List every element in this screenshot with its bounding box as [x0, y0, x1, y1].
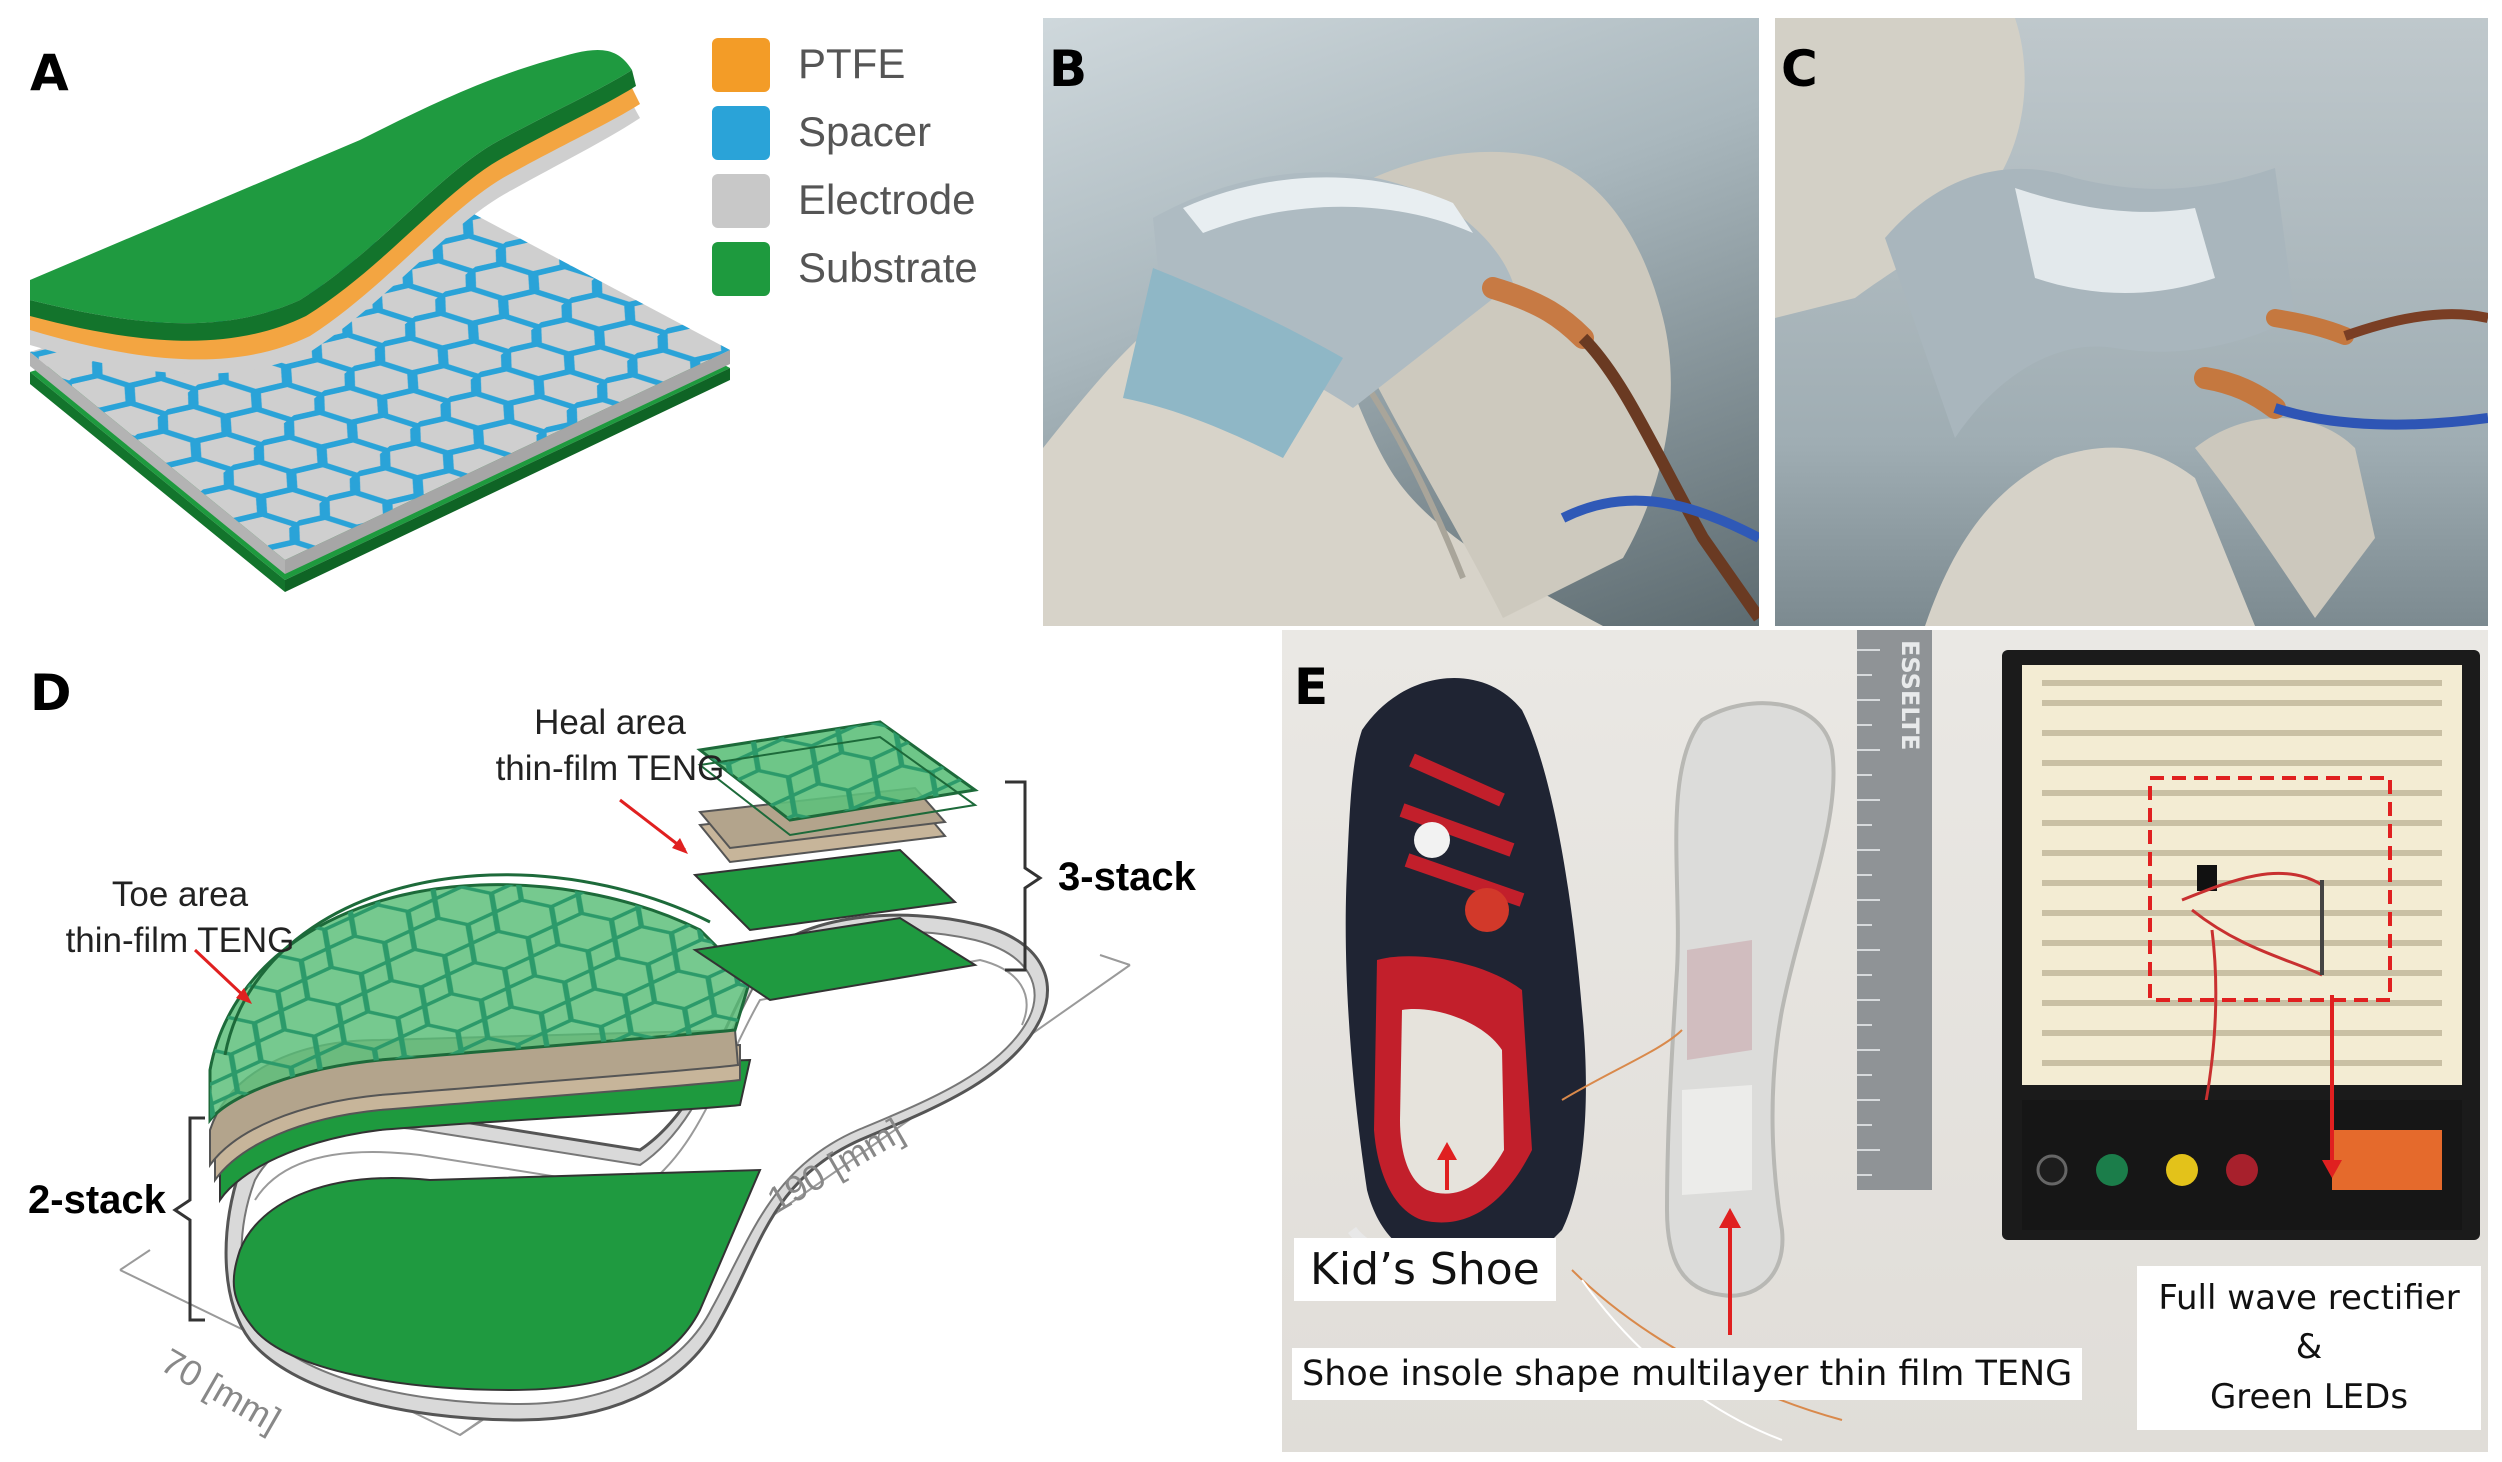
steel-ruler [1857, 630, 1932, 1190]
panel-a: A PTFE Spacer Elect [0, 0, 1040, 640]
terminal-post [2166, 1154, 2198, 1186]
panel-c-label: C [1781, 40, 1818, 98]
heel-substrate-layer [692, 848, 958, 932]
spacer-swatch-icon [712, 106, 770, 160]
three-stack-label: 3-stack [1058, 855, 1196, 899]
legend-item-spacer: Spacer [712, 98, 1040, 168]
curled-electrode-film [30, 100, 640, 374]
terminal-post [2226, 1154, 2258, 1186]
substrate-swatch-icon [712, 242, 770, 296]
copper-lead [2266, 309, 2354, 345]
hex-pattern-film [1123, 268, 1343, 458]
copper-lead [2194, 367, 2286, 419]
panel-a-label: A [30, 44, 69, 102]
panel-b-label: B [1049, 40, 1088, 98]
rectifier-chip [2197, 865, 2217, 891]
breadboard [2022, 665, 2462, 1085]
insole-caption: Shoe insole shape multilayer thin film T… [1292, 1348, 2083, 1400]
kids-shoe-caption: Kid’s Shoe [1294, 1238, 1556, 1301]
copper-lead [1482, 277, 1594, 349]
rectifier-caption-line: & [2295, 1327, 2323, 1368]
flexible-film-photo [1043, 151, 1759, 626]
brown-wire [2343, 309, 2488, 341]
brown-wire [1578, 333, 1759, 622]
blue-wire [1560, 495, 1759, 543]
toe-callout-text: Toe area thin-film TENG [10, 872, 350, 963]
teng-layer-diagram [30, 49, 730, 592]
legend-label: PTFE [798, 40, 906, 87]
rectifier-caption-line: Green LEDs [2209, 1376, 2409, 1417]
legend-label: Substrate [798, 244, 978, 291]
panel-d-label: D [30, 664, 72, 722]
circuit-highlight-box [2148, 776, 2392, 1002]
rectifier-caption: Full wave rectifier & Green LEDs [2137, 1266, 2481, 1430]
rectifier-caption-line: Full wave rectifier [2158, 1278, 2460, 1318]
heel-substrate-layer [692, 916, 978, 1002]
gloved-hand [1775, 18, 2025, 318]
panel-c-photo: C [1775, 18, 2488, 626]
toe-callout-line: thin-film TENG [65, 920, 295, 960]
shoe-insole-teng-diagram [119, 720, 1131, 1437]
legend-label: Electrode [798, 176, 976, 223]
legend-item-substrate: Substrate [712, 234, 1040, 304]
terminal-post [2036, 1154, 2068, 1186]
curled-substrate-film [30, 49, 632, 324]
electrode-swatch-icon [712, 174, 770, 228]
brand-sticker [2332, 1130, 2442, 1190]
panel-e-label: E [1294, 658, 1329, 716]
toe-callout-line: Toe area [111, 875, 249, 914]
toe-callout-arrow [193, 948, 250, 1002]
heel-callout-line: thin-film TENG [495, 748, 725, 788]
two-stack-label: 2-stack [28, 1178, 166, 1222]
toe-substrate-layer [232, 1168, 762, 1392]
heel-callout-arrow [619, 798, 686, 852]
shoe-and-circuit-photo: ESSELTE [1345, 630, 2480, 1441]
two-stack-bracket [172, 1116, 205, 1322]
legend-label: Spacer [798, 108, 932, 155]
bent-film-photo [1775, 18, 2488, 626]
three-stack-bracket [1005, 780, 1043, 972]
legend-item-electrode: Electrode [712, 166, 1040, 236]
panel-b-photo: B [1043, 18, 1759, 626]
blue-wire [2273, 403, 2488, 430]
ruler-brand: ESSELTE [1896, 640, 1924, 750]
heel-callout-text: Heal area thin-film TENG [440, 700, 780, 791]
terminal-post [2096, 1154, 2128, 1186]
heel-callout-line: Heal area [534, 703, 686, 742]
panel-e-photo: ESSELTE E Kid’s Shoe Shoe insole shape m… [1282, 630, 2488, 1452]
ptfe-swatch-icon [712, 38, 770, 92]
silver-film [1153, 172, 1513, 408]
panel-d: D [0, 640, 1260, 1462]
legend-item-ptfe: PTFE [712, 30, 1040, 100]
curled-ptfe-film [30, 88, 640, 360]
